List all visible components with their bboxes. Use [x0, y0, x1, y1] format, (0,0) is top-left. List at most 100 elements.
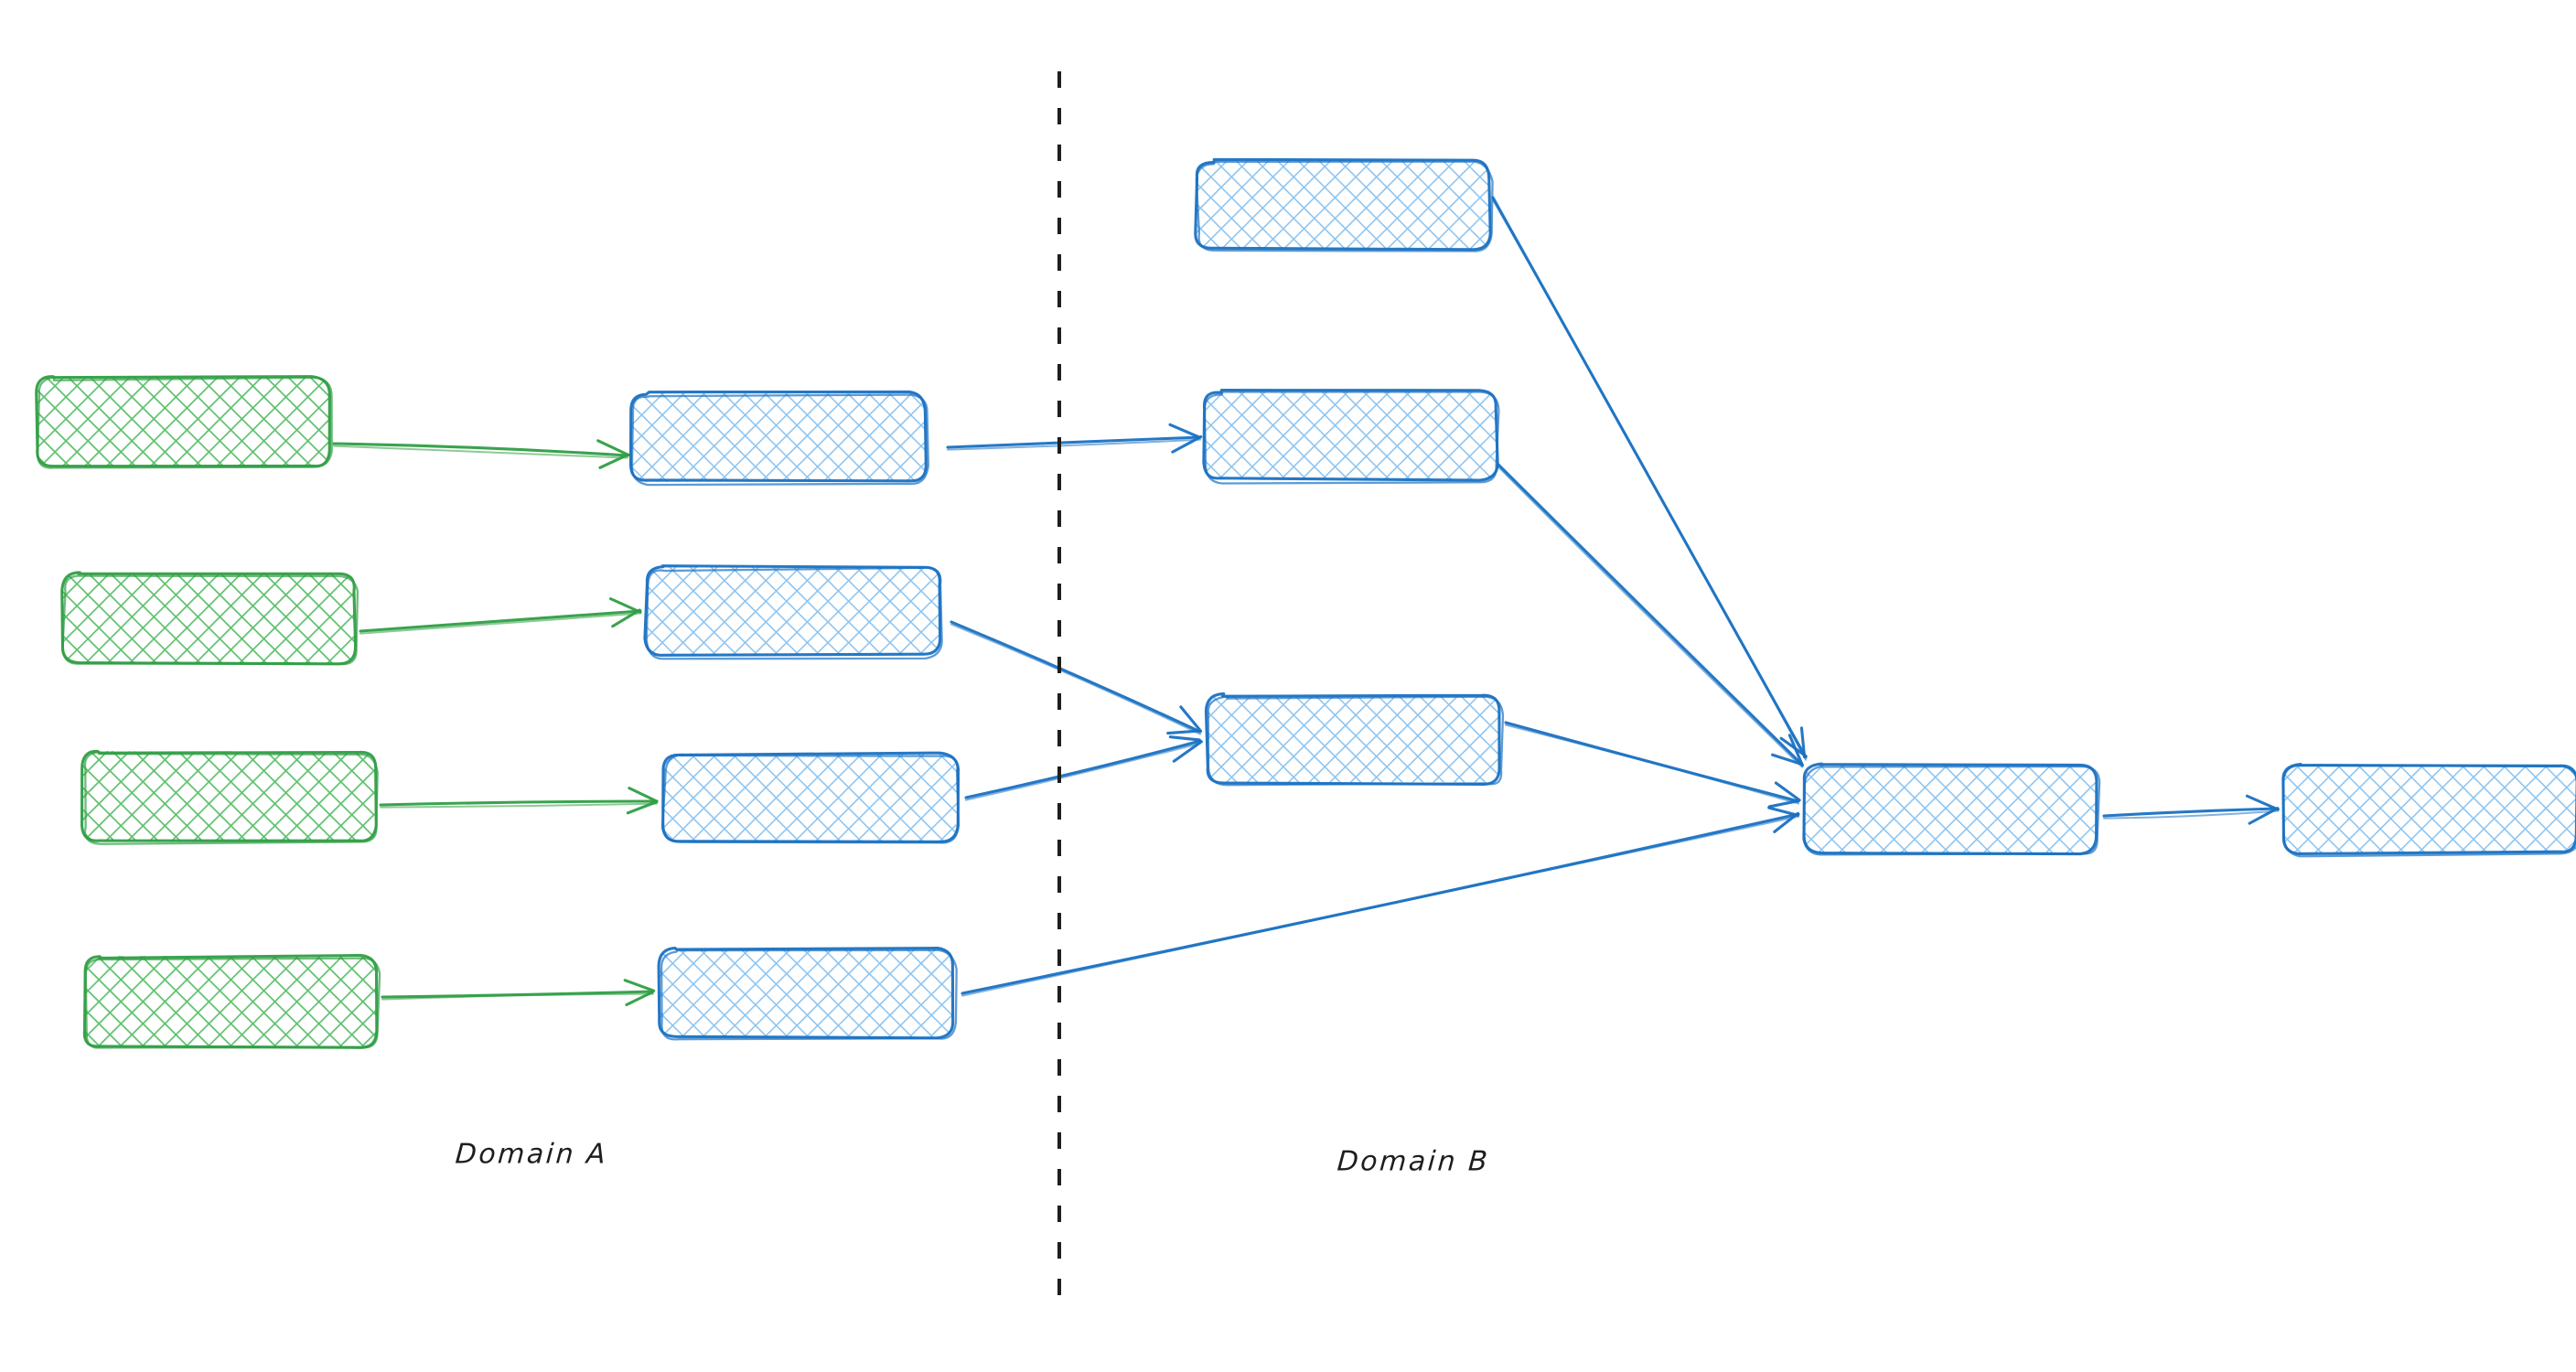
- edge-source4-to-stage4-shaft: [381, 992, 654, 1001]
- domain-a-source-3-outline: [80, 749, 378, 842]
- edge-source3-to-stage3: [379, 787, 659, 815]
- domain-a-stage-4[interactable]: [657, 947, 958, 1041]
- edge-b-top-to-aggregator-arrowhead-barb-1: [1799, 726, 1807, 758]
- domain-a-source-2-fill: [61, 573, 356, 664]
- edge-source2-to-stage2-shaft: [359, 609, 642, 633]
- edge-source2-to-stage2-arrowhead-barb-1: [609, 597, 642, 614]
- edge-stage1-to-b-upper-shaft: [947, 438, 1201, 451]
- edge-stage4-to-aggregator: [961, 806, 1800, 997]
- edge-b-upper-to-aggregator: [1497, 463, 1804, 768]
- edge-source2-to-stage2: [359, 597, 642, 635]
- edge-stage1-to-b-upper-arrowhead-barb-1: [1168, 423, 1201, 439]
- edge-source2-to-stage2-arrowhead-barb-0: [611, 608, 641, 628]
- domain-a-source-3-outline-2: [83, 751, 379, 845]
- domain-a-stage-3-fill: [661, 753, 958, 841]
- edge-stage4-to-aggregator-shaft: [961, 815, 1799, 997]
- domain-b-node-upper-outline-2: [1203, 391, 1500, 485]
- domain-b-aggregator-outline-2: [1802, 765, 2101, 856]
- domain-b-node-middle-outline-2: [1207, 695, 1505, 787]
- edge-layer: [332, 196, 2280, 1007]
- edge-b-upper-to-aggregator-arrowhead-barb-1: [1787, 734, 1804, 767]
- domain-b-output-fill: [2282, 764, 2576, 853]
- edge-source3-to-stage3-arrowhead-barb-1: [628, 787, 659, 803]
- domain-b-output[interactable]: [2281, 762, 2576, 858]
- edge-stage1-to-b-upper-shaft: [946, 435, 1202, 449]
- domain-a-stage-4-fill: [658, 949, 954, 1038]
- edge-stage3-to-b-middle-shaft: [964, 739, 1202, 799]
- domain-a-source-2-outline-2: [61, 574, 360, 666]
- edge-stage4-to-aggregator-arrowhead-barb-0: [1773, 811, 1799, 833]
- edge-b-upper-to-aggregator-shaft: [1497, 463, 1804, 766]
- domain-b-node-top[interactable]: [1194, 157, 1494, 252]
- domain-a-source-1[interactable]: [35, 375, 333, 469]
- edge-stage2-to-b-middle-arrowhead-barb-1: [1179, 705, 1203, 733]
- edge-b-middle-to-aggregator-arrowhead-barb-0: [1767, 799, 1799, 809]
- edge-source1-to-stage1-arrowhead-barb-0: [598, 453, 630, 469]
- edge-aggregator-to-output: [2102, 794, 2280, 825]
- domain-a-source-1-fill: [37, 376, 330, 466]
- domain-b-node-top-fill: [1196, 160, 1490, 250]
- edge-b-middle-to-aggregator-shaft: [1505, 724, 1799, 805]
- domain-a-stage-3-outline-2: [660, 753, 961, 844]
- edge-stage3-to-b-middle: [964, 735, 1203, 801]
- domain-a-stage-1-fill: [631, 392, 926, 482]
- edge-stage1-to-b-upper: [946, 423, 1203, 454]
- node-layer: [35, 157, 2576, 1049]
- edge-b-top-to-aggregator-shaft: [1492, 198, 1807, 761]
- edge-source4-to-stage4-arrowhead-barb-1: [623, 979, 656, 992]
- edge-b-upper-to-aggregator-shaft: [1497, 466, 1803, 768]
- edge-source1-to-stage1-shaft: [333, 445, 628, 459]
- edge-stage4-to-aggregator-shaft: [961, 812, 1800, 995]
- domain-a-source-3[interactable]: [80, 749, 379, 845]
- domain-b-node-middle-fill: [1208, 694, 1501, 783]
- domain-a-source-2[interactable]: [60, 571, 360, 666]
- edge-source1-to-stage1-shaft: [332, 442, 629, 457]
- edge-b-middle-to-aggregator-arrowhead-barb-1: [1774, 781, 1801, 802]
- edge-stage3-to-b-middle-shaft: [965, 742, 1201, 801]
- domain-a-source-1-outline: [35, 375, 331, 468]
- domain-b-aggregator[interactable]: [1802, 762, 2101, 856]
- edge-stage1-to-b-upper-arrowhead-barb-0: [1171, 434, 1203, 454]
- domain-b-aggregator-fill: [1803, 764, 2098, 853]
- edge-aggregator-to-output-arrowhead-barb-0: [2248, 807, 2280, 825]
- domain-a-source-4[interactable]: [82, 953, 381, 1049]
- edge-aggregator-to-output-shaft: [2102, 807, 2280, 818]
- edge-stage3-to-b-middle-arrowhead-barb-1: [1168, 735, 1201, 742]
- domain-b-node-upper-fill: [1203, 391, 1497, 480]
- edge-source3-to-stage3-shaft: [379, 799, 659, 807]
- edge-stage2-to-b-middle-shaft: [950, 620, 1202, 734]
- domain-a-source-1-outline-2: [36, 376, 333, 469]
- edge-source4-to-stage4: [381, 979, 656, 1007]
- domain-a-stage-2-fill: [645, 566, 941, 656]
- edge-aggregator-to-output-arrowhead-barb-1: [2245, 794, 2280, 811]
- edge-aggregator-to-output-shaft: [2103, 809, 2279, 820]
- edge-stage3-to-b-middle-arrowhead-barb-0: [1172, 740, 1203, 763]
- domain-a-source-4-outline-2: [84, 957, 381, 1049]
- edge-b-middle-to-aggregator: [1504, 721, 1801, 809]
- domain-a-stage-3[interactable]: [660, 751, 961, 844]
- domain-b-label: Domain B: [1336, 1145, 1491, 1178]
- edge-stage4-to-aggregator-arrowhead-barb-1: [1767, 806, 1800, 817]
- domain-a-stage-2-outline: [643, 564, 942, 657]
- edge-stage2-to-b-middle: [950, 620, 1203, 735]
- edge-b-middle-to-aggregator-shaft: [1504, 721, 1800, 803]
- domain-b-node-top-outline-2: [1195, 160, 1494, 252]
- edge-source3-to-stage3-arrowhead-barb-0: [626, 800, 659, 815]
- domain-b-node-upper[interactable]: [1202, 389, 1500, 485]
- edge-source2-to-stage2-shaft: [360, 612, 641, 635]
- domain-a-stage-4-outline-2: [660, 949, 958, 1041]
- edge-source1-to-stage1: [332, 439, 630, 469]
- edge-source1-to-stage1-arrowhead-barb-1: [596, 439, 630, 456]
- edge-stage2-to-b-middle-arrowhead-barb-0: [1166, 729, 1201, 735]
- domain-a-stage-2[interactable]: [643, 564, 943, 660]
- domain-a-source-3-fill: [81, 751, 375, 842]
- edge-source3-to-stage3-shaft: [380, 802, 658, 809]
- domain-b-node-middle[interactable]: [1204, 692, 1505, 787]
- domain-a-stage-1[interactable]: [628, 390, 929, 487]
- domain-a-source-4-fill: [83, 956, 378, 1047]
- domain-a-stage-1-outline-2: [630, 393, 929, 487]
- edge-stage2-to-b-middle-shaft: [950, 623, 1201, 735]
- domain-a-stage-2-outline-2: [645, 566, 943, 660]
